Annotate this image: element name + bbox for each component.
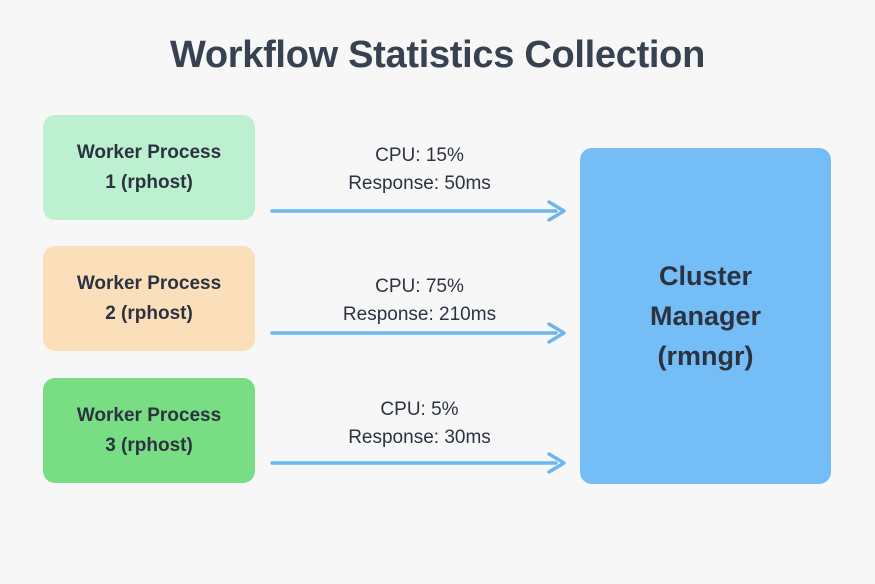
worker-process-3-label-line2: 3 (rphost): [105, 434, 193, 456]
page-title: Workflow Statistics Collection: [169, 34, 706, 76]
worker-process-1-label: Worker Process 1 (rphost): [77, 138, 221, 198]
worker-process-2-label: Worker Process 2 (rphost): [77, 269, 221, 329]
cluster-manager-label-line1: Cluster: [658, 261, 752, 291]
flow-arrow-icon-3: [270, 452, 566, 474]
cluster-manager-box: Cluster Manager (rmngr): [580, 148, 831, 484]
worker-process-2-box: Worker Process 2 (rphost): [43, 246, 255, 351]
flow-stats-label-3: CPU: 5% Response: 30ms: [272, 396, 567, 452]
cluster-manager-label-line2: Manager: [649, 301, 762, 331]
flow-response-label-2: Response: 210ms: [342, 304, 497, 325]
cluster-manager-label: Cluster Manager (rmngr): [650, 256, 761, 376]
worker-process-3-label: Worker Process 3 (rphost): [77, 401, 221, 461]
worker-process-1-label-line2: 1 (rphost): [105, 171, 193, 193]
worker-process-3-box: Worker Process 3 (rphost): [43, 378, 255, 483]
worker-process-2-label-line1: Worker Process: [76, 272, 222, 294]
worker-process-3-label-line1: Worker Process: [76, 404, 222, 426]
flow-response-label-1: Response: 50ms: [348, 173, 491, 194]
flow-arrow-icon-1: [270, 200, 566, 222]
flow-cpu-label-1: CPU: 15%: [375, 145, 464, 166]
flow-arrow-icon-2: [270, 322, 566, 344]
flow-response-label-3: Response: 30ms: [348, 427, 491, 448]
worker-process-1-label-line1: Worker Process: [76, 141, 222, 163]
flow-cpu-label-2: CPU: 75%: [375, 276, 464, 297]
worker-process-2-label-line2: 2 (rphost): [105, 302, 193, 324]
flow-stats-label-2: CPU: 75% Response: 210ms: [272, 273, 567, 329]
flow-cpu-label-3: CPU: 5%: [380, 399, 459, 420]
worker-process-1-box: Worker Process 1 (rphost): [43, 115, 255, 220]
flow-stats-label-1: CPU: 15% Response: 50ms: [272, 142, 567, 198]
cluster-manager-label-line3: (rmngr): [657, 341, 754, 371]
